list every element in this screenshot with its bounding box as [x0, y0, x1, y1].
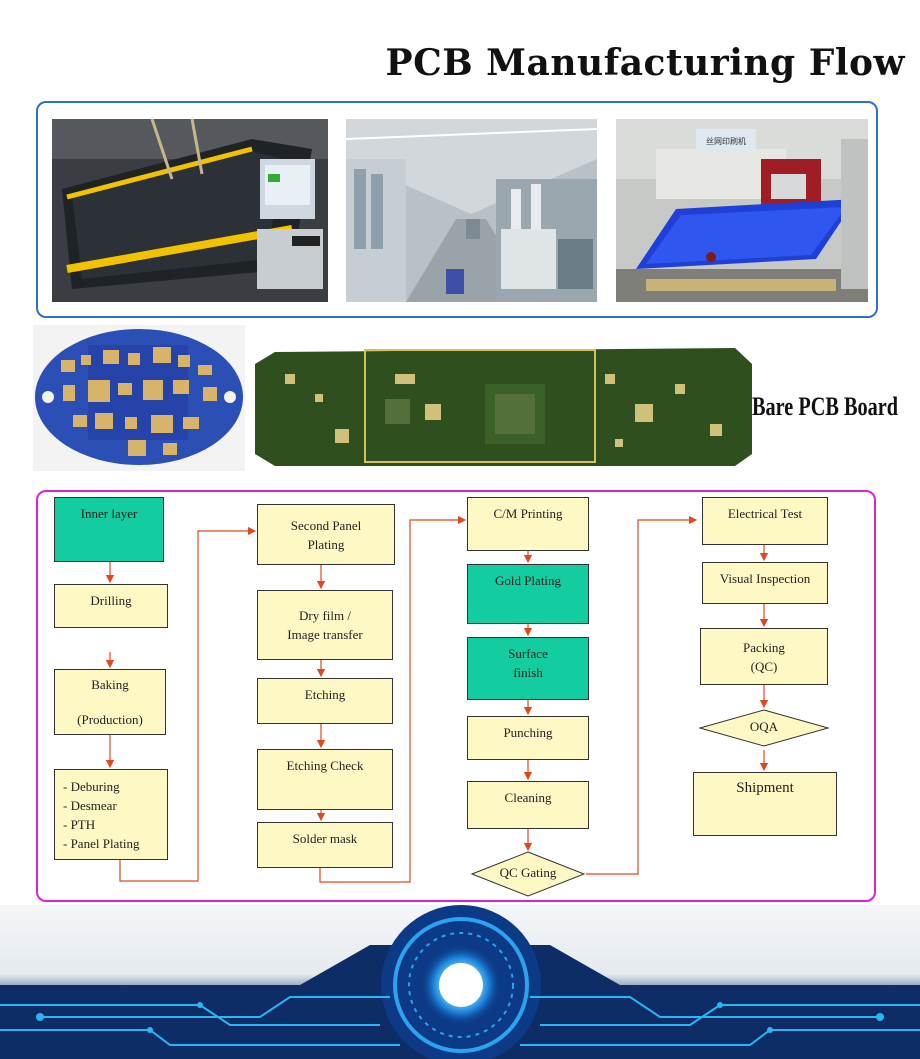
shipment-label: Shipment [736, 780, 794, 796]
step-desmear: - Desmear [63, 797, 117, 813]
punching-label: Punching [503, 725, 553, 740]
screen-printing-machine-photo: 丝网印刷机 [616, 119, 868, 302]
sign-text: 丝网印刷机 [706, 136, 746, 146]
cleaning-box: Cleaning [467, 781, 589, 829]
etching-check-label: Etching Check [286, 758, 364, 773]
visual-inspection-box: Visual Inspection [702, 562, 828, 604]
second-panel-plating-box: Second Panel Plating [257, 504, 395, 565]
punching-box: Punching [467, 716, 589, 760]
gold-plating-label: Gold Plating [494, 573, 562, 588]
cm-printing-label: C/M Printing [493, 506, 563, 521]
baking-box: Baking (Production) [54, 669, 166, 735]
page-title: PCB Manufacturing Flow [385, 42, 905, 84]
electrical-test-box: Electrical Test [702, 497, 828, 545]
plating-label: Plating [307, 536, 345, 552]
blue-pcb-board-image [33, 325, 245, 471]
visual-inspection-label: Visual Inspection [719, 571, 811, 586]
etching-check-box: Etching Check [257, 749, 393, 810]
step-pth: - PTH [63, 816, 96, 832]
shipment-box: Shipment [693, 772, 837, 836]
etching-box: Etching [257, 678, 393, 724]
dry-film-box: Dry film / Image transfer [257, 590, 393, 660]
cleaning-label: Cleaning [504, 790, 552, 805]
cm-printing-box: C/M Printing [467, 497, 589, 551]
photo-strip-frame [36, 101, 878, 318]
image-transfer-label: Image transfer [287, 627, 363, 642]
green-pcb-board-image [255, 344, 754, 469]
finish-label: finish [513, 665, 543, 680]
drilling-label: Drilling [90, 593, 132, 608]
circuit-banner [0, 905, 920, 1059]
plating-line-photo [346, 119, 597, 302]
solder-mask-box: Solder mask [257, 822, 393, 868]
electrical-test-label: Electrical Test [727, 506, 803, 521]
solder-mask-label: Solder mask [292, 831, 358, 846]
second-panel-label: Second Panel [290, 517, 362, 533]
plating-steps-box: - Deburing - Desmear - PTH - Panel Plati… [54, 769, 168, 860]
surface-finish-box: Surface finish [467, 637, 589, 700]
step-deburing: - Deburing [63, 778, 120, 794]
flow-chart-frame [36, 490, 876, 902]
packing-label: Packing [743, 639, 785, 655]
qc-gating-diamond [470, 851, 586, 897]
bare-pcb-board-label: Bare PCB Board [752, 392, 899, 421]
drilling-machine-photo [52, 119, 328, 302]
baking-production-label: (Production) [77, 712, 143, 727]
surface-label: Surface [508, 646, 548, 661]
packing-box: Packing (QC) [700, 628, 828, 685]
oqa-label: OQA [749, 719, 779, 734]
gold-plating-box: Gold Plating [467, 564, 589, 624]
qc-gating-label: QC Gating [499, 865, 557, 880]
oqa-diamond [698, 709, 830, 747]
packing-qc-label: (QC) [750, 658, 778, 674]
step-panel-plating: - Panel Plating [63, 835, 140, 851]
etching-label: Etching [304, 687, 346, 702]
dry-film-label: Dry film / [299, 608, 351, 623]
inner-layer-label: Inner layer [80, 506, 138, 521]
inner-layer-box: Inner layer [54, 497, 164, 562]
drilling-box: Drilling [54, 584, 168, 628]
baking-label: Baking [91, 677, 129, 692]
